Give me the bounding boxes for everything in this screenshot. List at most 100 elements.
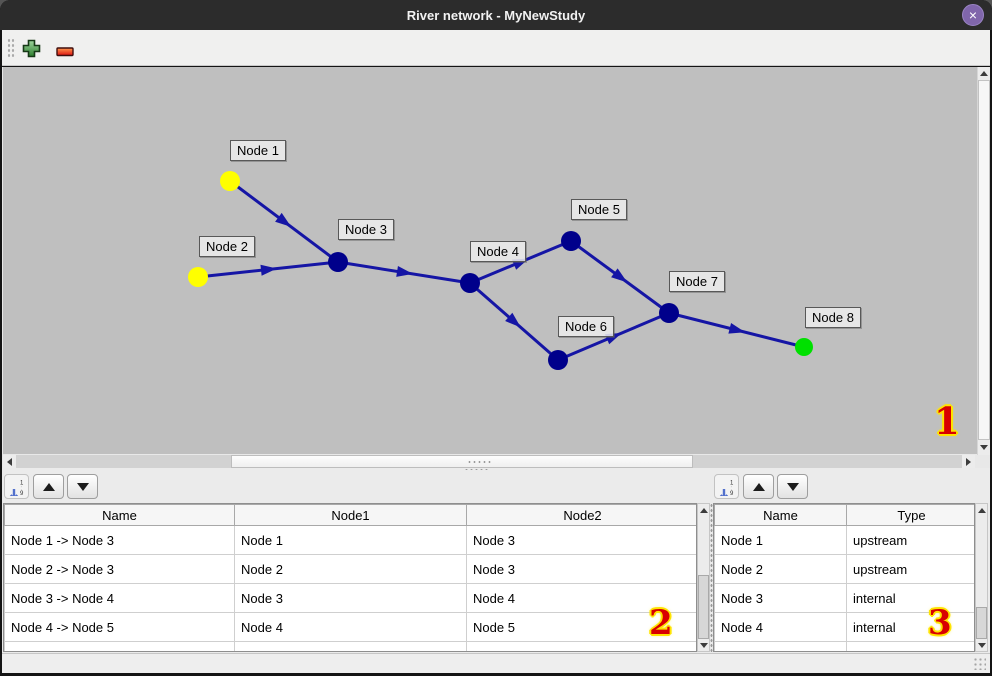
column-header[interactable]: Name bbox=[4, 504, 235, 526]
node-circle[interactable] bbox=[188, 267, 208, 287]
node-circle[interactable] bbox=[328, 252, 348, 272]
toolbar-drag-handle[interactable] bbox=[7, 38, 16, 59]
table-cell: Node 2 bbox=[714, 554, 847, 584]
links-sort-button[interactable]: 1 : 9 bbox=[4, 474, 29, 499]
table-cell: Node 4 bbox=[714, 612, 847, 642]
node-circle[interactable] bbox=[460, 273, 480, 293]
status-bar bbox=[2, 653, 990, 673]
edge-arrow-icon bbox=[611, 268, 628, 283]
move-up-icon bbox=[752, 482, 765, 491]
links-table-scrollbar[interactable] bbox=[697, 503, 710, 652]
table-cell: Node 4 -> Node 5 bbox=[4, 612, 235, 642]
edge-arrow-icon bbox=[275, 212, 292, 227]
table-cell: internal bbox=[846, 583, 974, 613]
node-circle[interactable] bbox=[561, 231, 581, 251]
scroll-down-button[interactable] bbox=[978, 441, 990, 454]
column-header[interactable]: Name bbox=[714, 504, 847, 526]
node-circle[interactable] bbox=[220, 171, 240, 191]
window-resize-grip[interactable] bbox=[973, 657, 986, 670]
add-icon bbox=[22, 39, 41, 58]
move-down-icon bbox=[76, 482, 89, 491]
node-circle[interactable] bbox=[548, 350, 568, 370]
panel-splitter-grip[interactable] bbox=[710, 503, 713, 652]
table-cell: internal bbox=[846, 612, 974, 642]
scroll-thumb[interactable] bbox=[698, 575, 709, 639]
scroll-left-button[interactable] bbox=[3, 455, 16, 468]
left-arrow-icon bbox=[7, 457, 12, 466]
svg-text:1: 1 bbox=[730, 480, 734, 486]
table-cell: Node 5 bbox=[466, 612, 696, 642]
table-row[interactable] bbox=[4, 641, 696, 651]
nodes-table-scrollbar[interactable] bbox=[975, 503, 988, 652]
add-node-button[interactable] bbox=[22, 39, 41, 63]
links-move-down-button[interactable] bbox=[67, 474, 98, 499]
move-up-icon bbox=[42, 482, 55, 491]
svg-text::: : bbox=[20, 485, 21, 491]
table-cell: upstream bbox=[846, 554, 974, 584]
node-label[interactable]: Node 3 bbox=[338, 219, 394, 240]
svg-text:9: 9 bbox=[20, 491, 24, 496]
horizontal-scroll-thumb[interactable] bbox=[231, 455, 693, 468]
node-label[interactable]: Node 8 bbox=[805, 307, 861, 328]
nodes-sort-button[interactable]: 1 : 9 bbox=[714, 474, 739, 499]
scroll-up-button[interactable] bbox=[978, 67, 990, 80]
scroll-thumb[interactable] bbox=[976, 607, 987, 639]
table-cell: Node 2 bbox=[234, 554, 467, 584]
table-cell: Node 4 bbox=[466, 583, 696, 613]
canvas-vertical-scrollbar[interactable] bbox=[977, 67, 990, 455]
up-arrow-icon bbox=[977, 507, 986, 513]
node-circle[interactable] bbox=[659, 303, 679, 323]
node-label[interactable]: Node 4 bbox=[470, 241, 526, 262]
column-header[interactable]: Node1 bbox=[234, 504, 467, 526]
scroll-up-button[interactable] bbox=[698, 504, 709, 516]
scroll-up-button[interactable] bbox=[976, 504, 987, 516]
scrollbar-corner bbox=[977, 455, 990, 468]
up-arrow-icon bbox=[699, 507, 708, 513]
annotation-number: 2 bbox=[649, 603, 673, 643]
scroll-down-button[interactable] bbox=[976, 639, 987, 651]
scroll-right-button[interactable] bbox=[962, 455, 975, 468]
nodes-move-down-button[interactable] bbox=[777, 474, 808, 499]
node-circle[interactable] bbox=[795, 338, 813, 356]
move-down-icon bbox=[786, 482, 799, 491]
links-move-up-button[interactable] bbox=[33, 474, 64, 499]
annotation-number: 1 bbox=[934, 399, 960, 443]
canvas-horizontal-scrollbar[interactable] bbox=[3, 455, 975, 468]
table-cell bbox=[846, 641, 974, 651]
main-toolbar bbox=[2, 30, 990, 66]
edge-arrow-icon bbox=[260, 264, 277, 276]
river-network-canvas[interactable]: Node 1 Node 2 Node 3 Node 4 Node 5 Node 6 Node… bbox=[3, 67, 977, 454]
close-button[interactable]: × bbox=[962, 4, 984, 26]
node-label[interactable]: Node 7 bbox=[669, 271, 725, 292]
table-cell bbox=[4, 641, 235, 651]
column-header[interactable]: Type bbox=[846, 504, 974, 526]
pane-splitter[interactable] bbox=[2, 468, 990, 471]
node-label[interactable]: Node 5 bbox=[571, 199, 627, 220]
table-cell bbox=[714, 641, 847, 651]
down-arrow-icon bbox=[980, 445, 988, 450]
node-label[interactable]: Node 2 bbox=[199, 236, 255, 257]
svg-text::: : bbox=[730, 485, 731, 491]
vertical-scroll-thumb[interactable] bbox=[978, 80, 990, 440]
table-row[interactable] bbox=[714, 641, 974, 651]
column-header[interactable]: Node2 bbox=[466, 504, 696, 526]
remove-node-button[interactable] bbox=[56, 44, 75, 62]
nodes-move-up-button[interactable] bbox=[743, 474, 774, 499]
node-label[interactable]: Node 6 bbox=[558, 316, 614, 337]
edge-arrow-icon bbox=[728, 322, 746, 334]
splitter-grip-icon bbox=[464, 468, 490, 471]
table-cell: Node 2 -> Node 3 bbox=[4, 554, 235, 584]
node-label[interactable]: Node 1 bbox=[230, 140, 286, 161]
scroll-down-button[interactable] bbox=[698, 639, 709, 651]
